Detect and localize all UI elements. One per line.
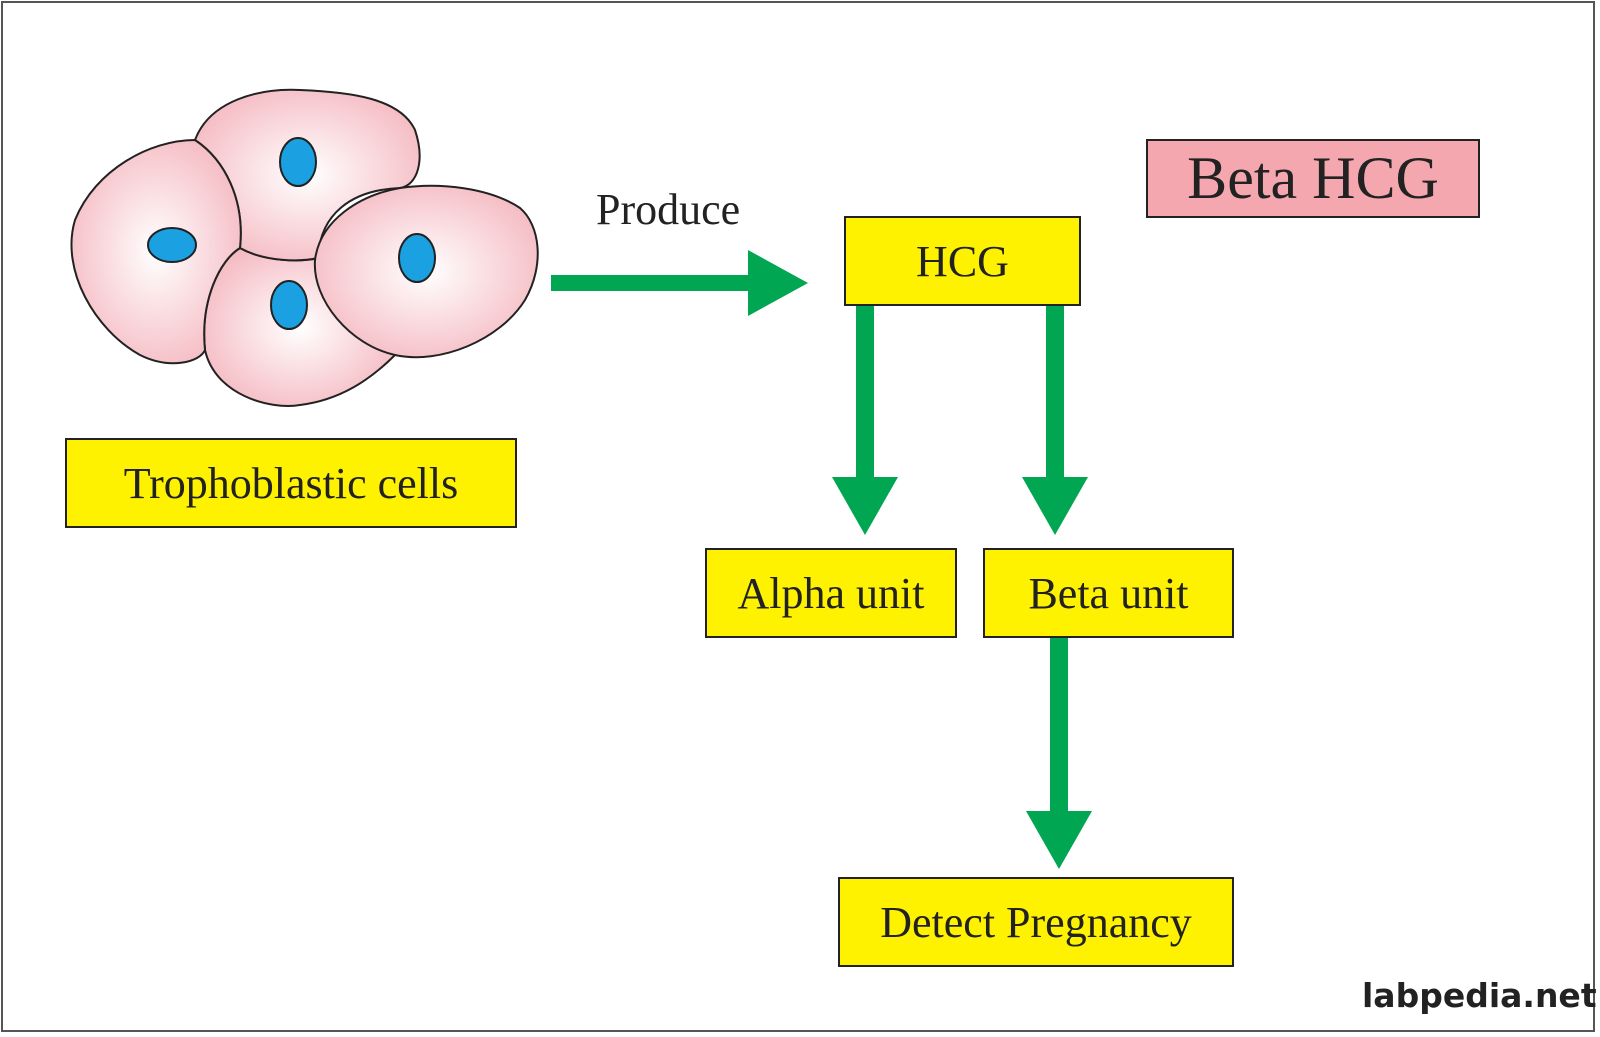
nucleus-icon bbox=[147, 227, 197, 263]
nucleus-icon bbox=[398, 233, 436, 283]
arrow-produce bbox=[551, 250, 808, 316]
node-hcg: HCG bbox=[844, 216, 1081, 306]
node-trophoblastic-cells: Trophoblastic cells bbox=[65, 438, 517, 528]
watermark: labpedia.net bbox=[1362, 976, 1597, 1015]
nucleus-icon bbox=[279, 137, 317, 187]
title-badge: Beta HCG bbox=[1146, 139, 1480, 218]
arrow-hcg-to-beta bbox=[1022, 304, 1088, 535]
arrow-hcg-to-alpha bbox=[832, 304, 898, 535]
trophoblastic-cells-illustration bbox=[70, 88, 539, 407]
nucleus-icon bbox=[270, 280, 308, 330]
node-alpha-unit: Alpha unit bbox=[705, 548, 957, 638]
arrow-beta-to-detect bbox=[1026, 638, 1092, 869]
produce-label: Produce bbox=[596, 185, 741, 234]
node-detect-pregnancy: Detect Pregnancy bbox=[838, 877, 1234, 967]
node-beta-unit: Beta unit bbox=[983, 548, 1234, 638]
